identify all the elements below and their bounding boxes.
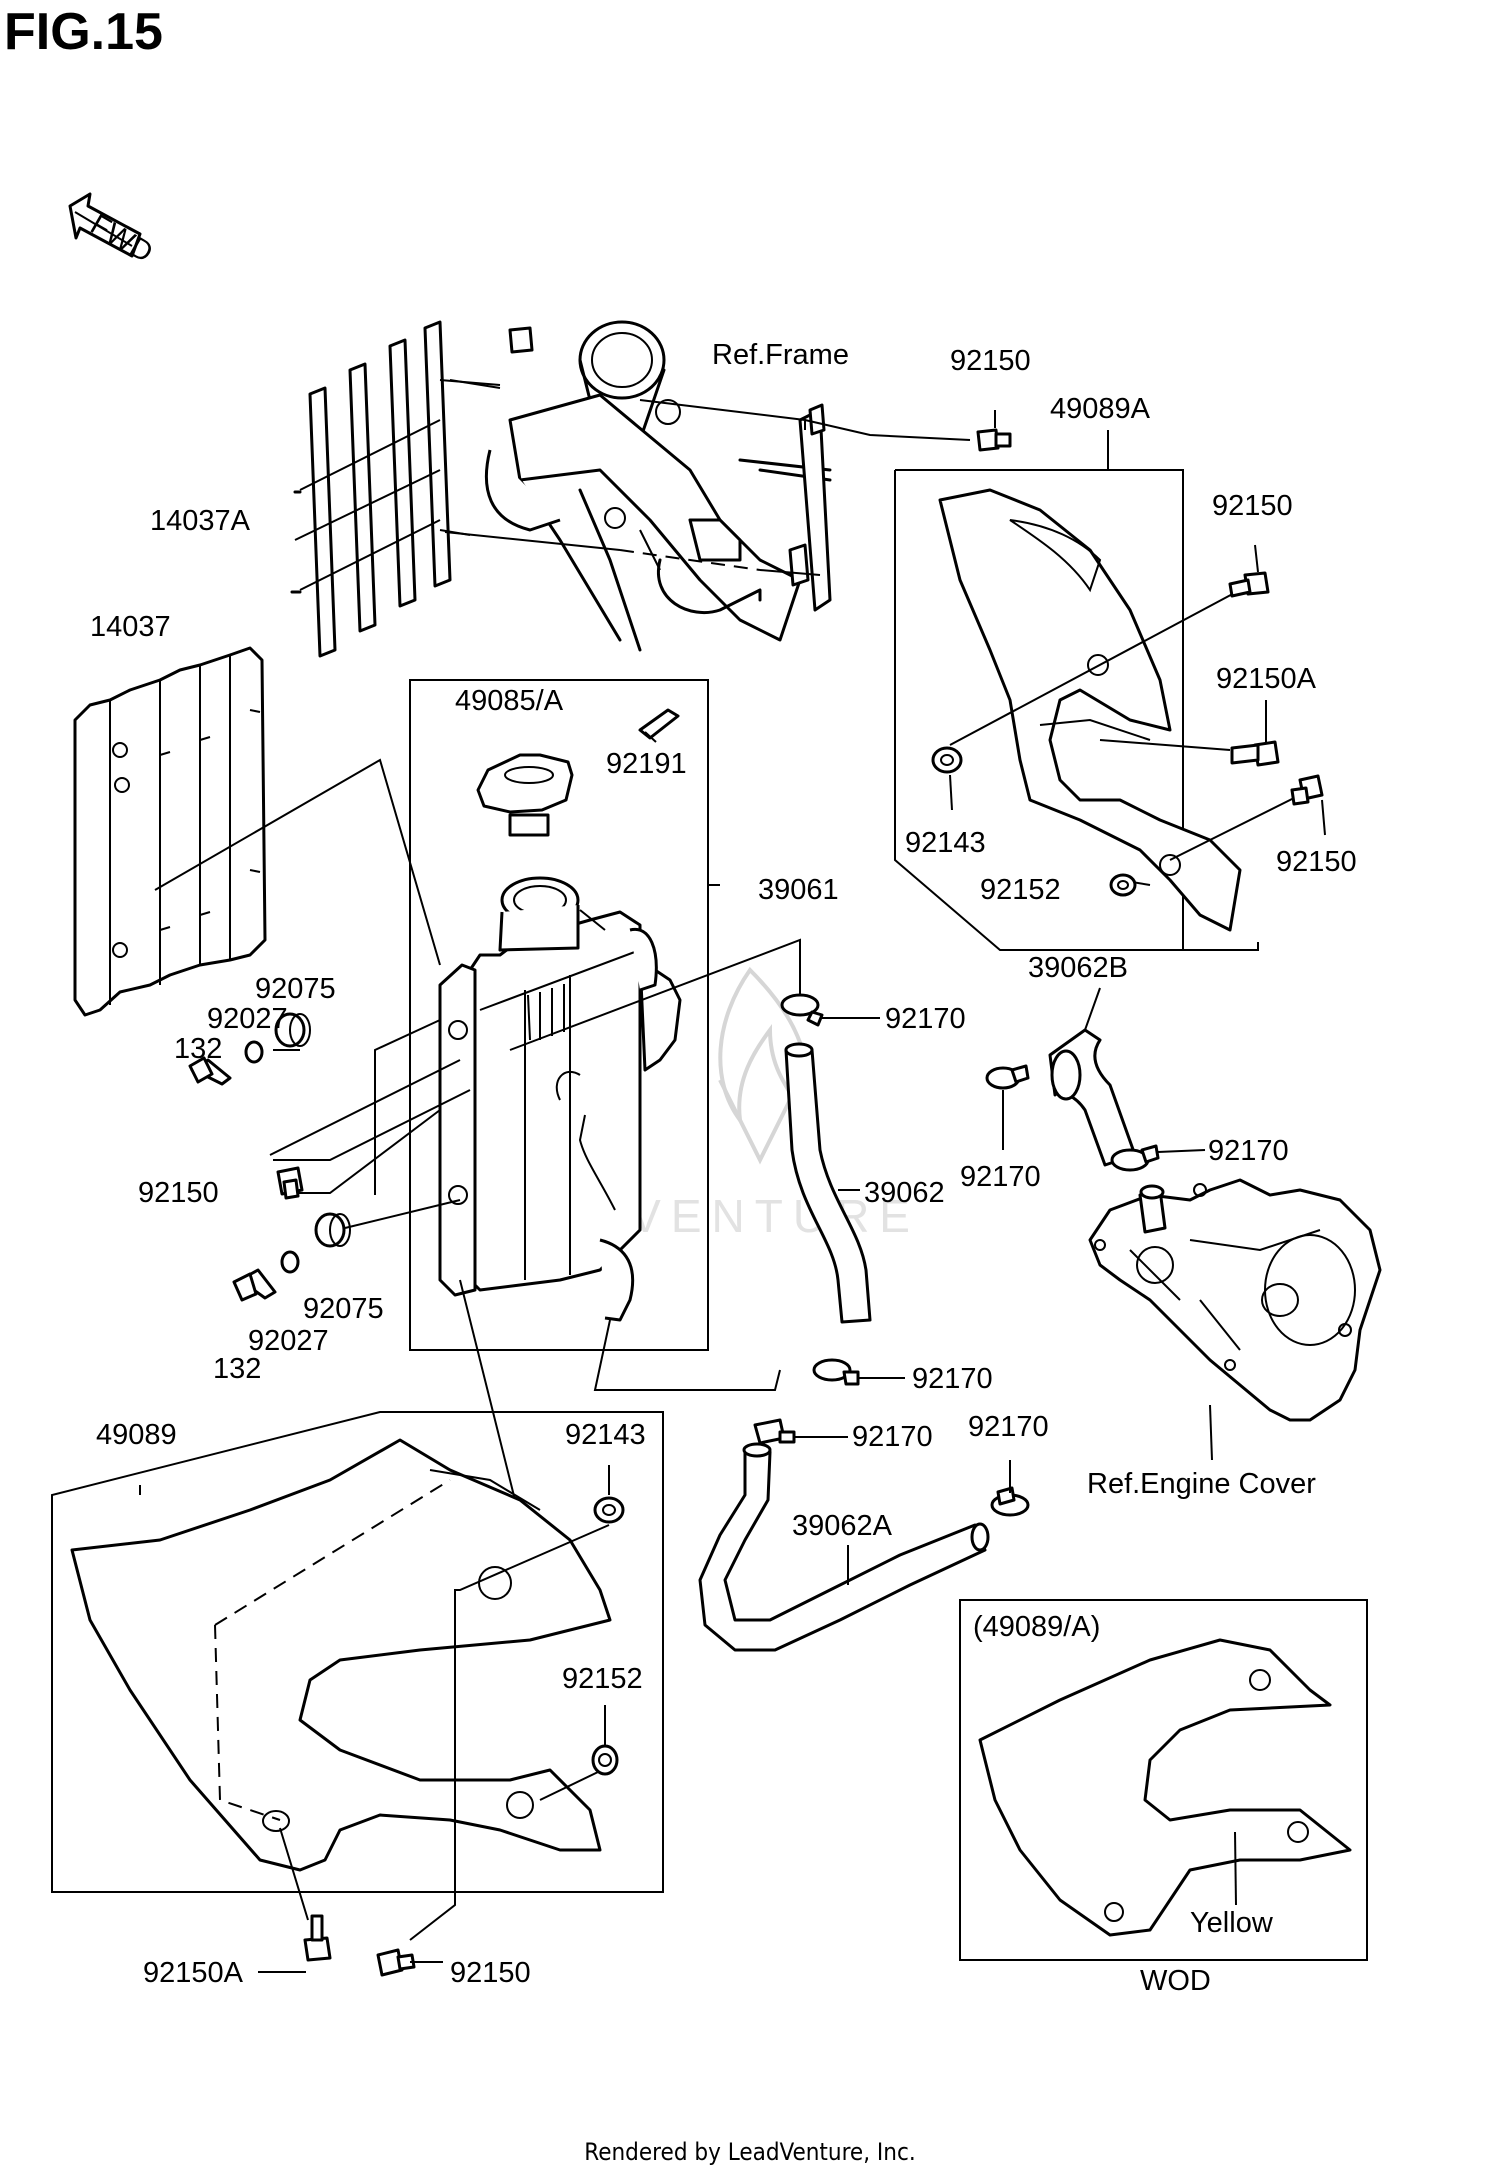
collar-92152-l [591, 1744, 619, 1776]
bolt-92150-left [276, 1166, 304, 1200]
label-92027: 92027 [207, 1003, 288, 1035]
hose-clamp-92170-e [753, 1418, 796, 1445]
label-92170: 92170 [852, 1421, 933, 1453]
label-39062B: 39062B [1028, 952, 1128, 984]
label-49089: 49089 [96, 1419, 177, 1451]
label-132: 132 [213, 1353, 261, 1385]
bolt-92150A-bottom [303, 1914, 332, 1962]
label-92170: 92170 [912, 1363, 993, 1395]
label-39062: 39062 [864, 1177, 945, 1209]
collar-92152-r [1109, 873, 1137, 897]
label-92150A: 92150A [143, 1957, 244, 1989]
label-14037A: 14037A [150, 505, 251, 537]
label-92152: 92152 [562, 1663, 643, 1695]
label-yellow: Yellow [1190, 1907, 1274, 1939]
callout-labels: Ref.Frame 92150 49089A 92150 14037A 9215… [90, 339, 1357, 1997]
bolt-92150-top [976, 428, 1012, 452]
collar-92143-r [931, 746, 963, 774]
radiator-louver-14037A [290, 320, 501, 658]
label-49089-A-variant: (49089/A) [973, 1611, 1100, 1643]
bolt-132-upper [188, 1056, 232, 1086]
shroud-wod-variant [978, 1638, 1352, 1937]
grommet-92075-upper [274, 1012, 311, 1048]
footer-credit: Rendered by LeadVenture, Inc. [584, 2138, 916, 2166]
fwd-label: FWD [85, 209, 158, 270]
hose-clamp-92170-c [1110, 1144, 1160, 1172]
label-92075: 92075 [303, 1293, 384, 1325]
label-92143: 92143 [565, 1419, 646, 1451]
label-132: 132 [174, 1033, 222, 1065]
figure-title: FIG.15 [4, 3, 163, 61]
radiator-cap-49085 [476, 753, 574, 837]
label-92075: 92075 [255, 973, 336, 1005]
hose-clamp-92170-b [985, 1064, 1030, 1090]
collar-92027-upper [244, 1040, 264, 1064]
hose-clamp-92170-f [990, 1486, 1030, 1517]
label-92170: 92170 [960, 1161, 1041, 1193]
label-14037: 14037 [90, 611, 171, 643]
hose-39062A [698, 1442, 990, 1652]
label-wod: WOD [1140, 1965, 1211, 1997]
radiator-shroud-49089 [70, 1438, 612, 1872]
breather-hose-92191 [638, 708, 680, 740]
label-92150: 92150 [1212, 490, 1293, 522]
fwd-arrow-icon: FWD [68, 192, 158, 270]
frame-ref-drawing [484, 320, 832, 652]
label-49085A: 49085/A [455, 685, 564, 717]
label-92170: 92170 [885, 1003, 966, 1035]
bolt-92150-r2 [1290, 774, 1324, 806]
label-49089A: 49089A [1050, 393, 1151, 425]
label-92170: 92170 [1208, 1135, 1289, 1167]
label-92150: 92150 [450, 1957, 531, 1989]
hose-39062 [784, 1042, 872, 1324]
bolt-92150-bottom [376, 1948, 416, 1977]
hose-39062B [1048, 1028, 1137, 1167]
label-39061: 39061 [758, 874, 839, 906]
label-92170: 92170 [968, 1411, 1049, 1443]
label-92150: 92150 [1276, 846, 1357, 878]
radiator-core-39061 [438, 876, 682, 1322]
collar-92027-lower [280, 1250, 300, 1274]
label-92150A: 92150A [1216, 663, 1317, 695]
hose-clamp-92170-d [812, 1358, 860, 1386]
engine-cover-ref [1088, 1178, 1382, 1422]
radiator-shroud-49089A [938, 488, 1242, 932]
label-92027: 92027 [248, 1325, 329, 1357]
label-ref-frame: Ref.Frame [712, 339, 849, 371]
grommet-92075-lower [314, 1212, 351, 1248]
label-92191: 92191 [606, 748, 687, 780]
bolt-92150A-r [1230, 740, 1280, 767]
bolt-132-lower [232, 1268, 277, 1302]
label-92152: 92152 [980, 874, 1061, 906]
label-92150: 92150 [950, 345, 1031, 377]
bolt-92150-r1 [1228, 571, 1270, 598]
label-92150: 92150 [138, 1177, 219, 1209]
label-39062A: 39062A [792, 1510, 893, 1542]
collar-92143-l [593, 1496, 625, 1524]
label-92143: 92143 [905, 827, 986, 859]
radiator-grille-14037 [73, 646, 267, 1017]
label-ref-engine-cover: Ref.Engine Cover [1087, 1468, 1316, 1500]
